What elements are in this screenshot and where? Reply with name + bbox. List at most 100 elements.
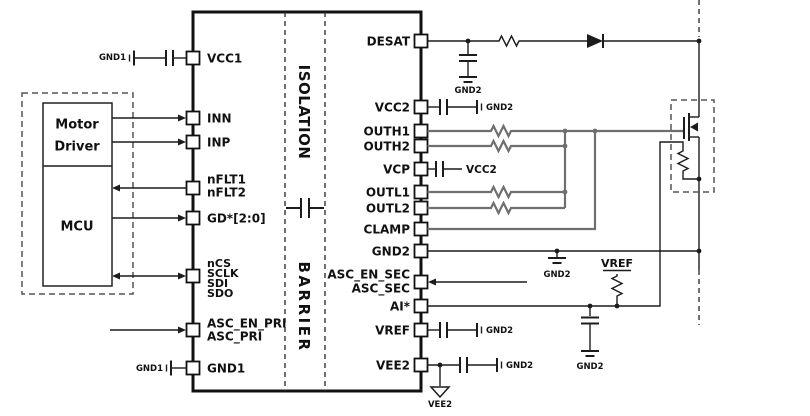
barrier-capacitor-icon [286, 198, 324, 218]
pin-vcc1 [185, 50, 201, 66]
pin-inn [185, 110, 201, 126]
gnd1-net-label-bottom: GND1 [136, 364, 163, 374]
ai-sense-network: GND2 VREF [427, 141, 702, 372]
desat-resistor-icon [497, 34, 521, 48]
label-gd: GD*[2:0] [207, 211, 266, 225]
pin-asc-sec [413, 274, 429, 290]
outl1-gate-resistor-icon [489, 184, 513, 200]
sense-source-junction-dot [696, 176, 702, 182]
right-pin-labels: DESAT VCC2 OUTH1 OUTH2 VCP OUTL1 OUTL2 C… [327, 34, 410, 372]
vcp-vcc2-net-label: VCC2 [466, 164, 497, 176]
pin-clamp [413, 221, 429, 237]
phase-node-lines [696, 0, 702, 325]
gnd2-tie-network: GND2 [427, 248, 702, 280]
outh2-gate-resistor-icon [489, 138, 513, 154]
pin-vee2 [413, 357, 429, 373]
label-ncs: nCS [207, 257, 231, 270]
vcc2-decoupling-network: GND2 [427, 99, 513, 115]
clamp-junction-dot [592, 128, 598, 134]
label-clamp: CLAMP [364, 222, 411, 236]
desat-gnd2-label: GND2 [454, 86, 481, 96]
isolation-label: ISOLATION [295, 65, 313, 160]
left-pin-labels: VCC1 INN INP nFLT1 nFLT2 GD*[2:0] nCS SC… [207, 51, 286, 375]
label-asc-en-sec: ASC_EN_SEC [327, 267, 410, 282]
spi-arrowhead-left-icon [112, 272, 120, 280]
label-inp: INP [207, 135, 231, 149]
asc-pri-arrowhead-icon [178, 326, 186, 334]
label-desat: DESAT [367, 34, 411, 48]
outl1-junction-dot [562, 189, 568, 195]
gate-driver-ic: ISOLATION BARRIER [191, 10, 423, 393]
mosfet-module-dashed-outline [670, 99, 715, 193]
pin-vcc2 [413, 99, 429, 115]
outh2-junction-dot [562, 143, 568, 149]
label-inn: INN [207, 111, 232, 125]
asc-sec-signal [428, 278, 527, 286]
mcu-label: MCU [60, 220, 93, 235]
label-asc-pri: ASC_PRI [207, 329, 262, 344]
pin-outh2 [413, 138, 429, 154]
outh1-junction-dot [562, 128, 568, 134]
vref-net-label: VREF [601, 257, 633, 270]
ai-gnd2-label: GND2 [576, 362, 603, 372]
pin-gnd2 [413, 243, 429, 259]
outh1-gate-resistor-icon [489, 123, 513, 139]
sense-resistor-source-wire [682, 173, 699, 180]
vref-pullup-junction-dot [614, 303, 620, 309]
vref-gnd2-label: GND2 [486, 326, 513, 336]
label-asc-en-pri: ASC_EN_PRI [207, 316, 286, 331]
motor-driver-mcu-box [42, 102, 113, 287]
label-sdo: SDO [207, 287, 233, 300]
nflt-arrowhead-icon [112, 184, 120, 192]
label-outh2: OUTH2 [363, 139, 410, 153]
pin-asc-pri [185, 322, 201, 338]
controller-block: Motor Driver MCU [21, 92, 134, 295]
pin-spi [185, 268, 201, 284]
pin-gd [185, 210, 201, 226]
gnd2-ground-label: GND2 [543, 270, 570, 280]
mosfet-body-arrow-icon [690, 122, 698, 132]
pin-vref [413, 322, 429, 338]
gd-arrowhead-icon [178, 214, 186, 222]
pin-outh1 [413, 123, 429, 139]
ic-outline [191, 10, 423, 393]
label-sdi: SDI [207, 277, 228, 290]
label-vcp: VCP [383, 162, 410, 176]
label-nflt2: nFLT2 [207, 185, 246, 199]
inn-arrowhead-icon [178, 114, 186, 122]
desat-network: GND2 [427, 34, 699, 96]
pin-vcp [413, 161, 429, 177]
outl2-gate-resistor-icon [489, 200, 513, 216]
pin-desat [413, 33, 429, 49]
source-gnd2-junction-dot [696, 248, 702, 254]
gnd1-net-label-top: GND1 [99, 53, 126, 63]
label-asc-sec: ASC_SEC [352, 281, 411, 296]
label-outl1: OUTL1 [366, 185, 410, 199]
ai-wire [427, 141, 684, 307]
label-ai: AI* [390, 299, 411, 313]
controller-dashed-outline [21, 92, 134, 295]
pin-nflt [185, 180, 201, 196]
gnd1-tie-network: GND1 [136, 360, 187, 376]
label-vcc1: VCC1 [207, 51, 242, 65]
barrier-label: BARRIER [295, 261, 313, 352]
power-mosfet-module [670, 99, 715, 193]
pin-gnd1 [185, 360, 201, 376]
desat-diode-icon [587, 34, 603, 48]
gate-drive-network [427, 123, 684, 231]
asc-sec-arrowhead-icon [428, 278, 436, 286]
label-nflt1: nFLT1 [207, 172, 246, 186]
label-outh1: OUTH1 [363, 124, 410, 138]
vee2-gnd2-label: GND2 [506, 361, 533, 371]
module-sense-resistor-icon [676, 149, 690, 173]
right-pin-boxes [413, 33, 429, 373]
spi-arrowhead-right-icon [178, 272, 186, 280]
motor-driver-label-line2: Driver [54, 140, 100, 155]
pin-ai [413, 298, 429, 314]
vref-decoupling-network: GND2 [427, 322, 513, 338]
vee2-supply-label: VEE2 [428, 400, 452, 410]
label-gnd2-pin: GND2 [372, 244, 410, 258]
clamp-wire [427, 131, 597, 231]
